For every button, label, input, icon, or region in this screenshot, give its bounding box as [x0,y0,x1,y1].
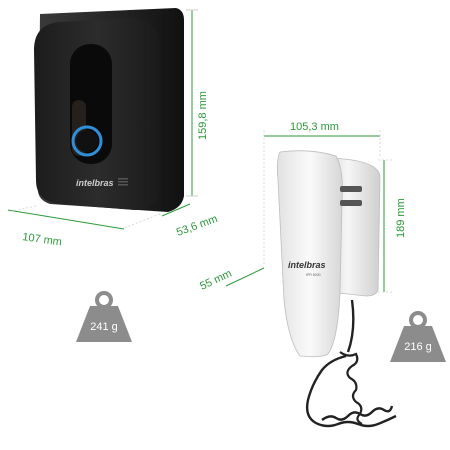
indoor-brand-logo: intelbras [288,260,326,270]
indoor-depth-label: 55 mm [198,268,234,293]
outdoor-weight-icon: 241 g [76,291,132,342]
outdoor-depth-label: 53,6 mm [175,213,219,239]
outdoor-extension-lines [7,205,161,229]
indoor-dimension-lines [225,135,385,292]
outdoor-width-label: 107 mm [22,231,63,248]
call-button [76,130,98,152]
coiled-cord-loops [339,351,363,425]
coiled-cord [305,299,397,428]
indoor-weight-icon: 216 g [390,311,446,362]
outdoor-brand-logo: intelbras [76,178,114,188]
indoor-height-label: 189 mm [395,198,407,238]
indoor-width-label: 105,3 mm [290,121,339,133]
outdoor-unit: intelbras [34,8,184,212]
indoor-extension-lines [263,130,392,293]
indoor-button-1 [340,186,362,192]
indoor-model-label: IPR 8000 [306,273,321,277]
outdoor-weight-label: 241 g [90,321,118,333]
handset-body [276,150,343,358]
outdoor-height-label: 159,8 mm [197,91,209,140]
indoor-weight-label: 216 g [404,341,432,353]
call-button-ring [71,125,103,157]
indoor-button-2 [340,200,362,206]
indoor-unit: intelbras IPR 8000 [276,150,397,428]
outdoor-dimension-lines [7,9,198,230]
speaker-grille [118,178,128,186]
